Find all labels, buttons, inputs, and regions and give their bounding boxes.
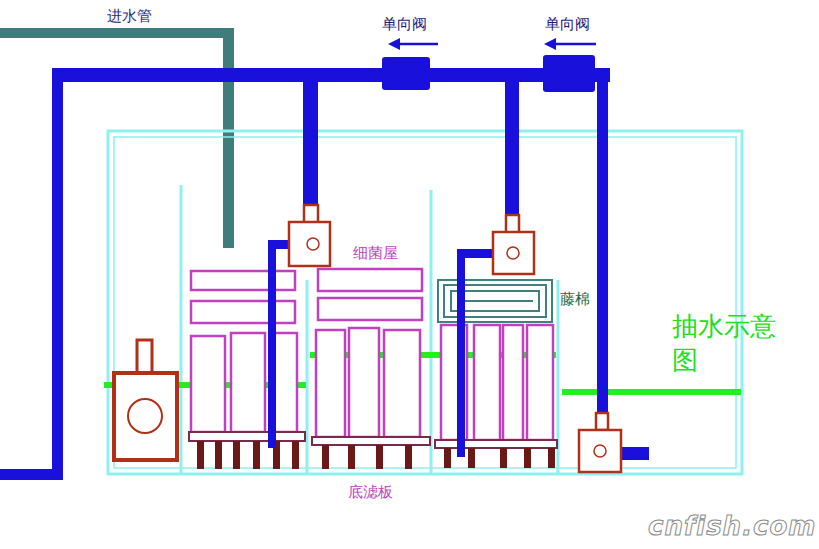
drawn-shape <box>191 336 225 432</box>
drawn-shape <box>457 249 465 457</box>
drawn-shape <box>128 399 162 433</box>
plate-legs <box>197 441 555 469</box>
pipe-connector <box>430 68 543 82</box>
drawn-shape <box>505 68 519 216</box>
inlet-pipe <box>0 28 234 248</box>
filter-cotton <box>438 280 552 322</box>
watermark: cnfish.com <box>648 512 816 542</box>
pump-outlet-pipes <box>268 240 649 460</box>
drawn-shape <box>191 271 295 290</box>
drawn-shape <box>137 340 152 373</box>
filter-media <box>191 269 553 440</box>
plate-leg <box>500 448 507 468</box>
plate-leg <box>468 448 475 468</box>
drawn-shape <box>180 185 183 474</box>
drawn-shape <box>503 325 523 440</box>
drawn-shape <box>458 300 533 302</box>
drawn-shape <box>0 28 234 38</box>
part-label: 底滤板 <box>348 484 393 501</box>
drawn-shape <box>493 232 534 274</box>
drawn-shape <box>318 269 422 291</box>
plate-leg <box>444 448 451 468</box>
flow-arrows <box>388 38 596 50</box>
plate-leg <box>548 448 555 468</box>
plate-leg <box>322 445 329 469</box>
drawn-shape <box>594 445 606 457</box>
drawn-shape <box>318 298 422 320</box>
drawn-shape <box>398 43 438 46</box>
chamber-label: 细菌屋 <box>353 245 398 262</box>
drawn-shape <box>289 222 330 266</box>
drawn-shape <box>114 373 177 460</box>
drawn-shape <box>474 325 500 440</box>
plate-leg <box>524 448 531 468</box>
baffles <box>181 185 558 474</box>
plate-leg <box>253 441 260 469</box>
drawn-shape <box>231 333 265 432</box>
drawn-shape <box>562 389 741 395</box>
plate-leg <box>197 441 204 469</box>
bottom-filter-plate <box>189 432 557 448</box>
plate-leg <box>233 441 240 469</box>
drawn-shape <box>307 238 319 250</box>
main-pipe <box>0 68 610 480</box>
drawn-shape <box>579 430 621 472</box>
plate-leg <box>348 445 355 469</box>
drawn-shape <box>312 437 430 445</box>
plate-leg <box>215 441 222 469</box>
drawn-shape <box>191 301 295 323</box>
check-valve: 单向阀 <box>382 57 430 90</box>
drawn-shape <box>544 38 556 50</box>
drawn-shape <box>388 38 400 50</box>
drawn-shape <box>435 440 557 448</box>
diagram-caption: 抽水示意图 <box>672 310 784 378</box>
media-label: 藤棉 <box>560 291 590 308</box>
drawn-shape <box>52 68 383 82</box>
drawn-shape <box>384 330 420 437</box>
drawn-shape <box>596 413 608 430</box>
drawn-shape <box>506 215 519 233</box>
drawn-shape <box>349 328 379 437</box>
plate-leg <box>292 441 299 469</box>
drawn-shape <box>430 190 433 474</box>
drawn-shape <box>306 280 309 474</box>
drawn-shape <box>303 68 318 206</box>
tank <box>108 131 742 474</box>
drawn-shape <box>554 43 596 46</box>
drawn-shape <box>223 28 234 248</box>
plate-leg <box>376 445 383 469</box>
drawn-shape <box>0 469 63 480</box>
drawn-shape <box>438 280 552 322</box>
drawn-shape <box>507 247 519 259</box>
pumps <box>114 205 621 472</box>
drawn-shape <box>597 68 608 422</box>
drawn-shape <box>52 68 63 480</box>
drawn-shape <box>620 447 649 460</box>
drawn-shape <box>108 131 742 474</box>
drawn-shape <box>268 240 276 448</box>
valve-label: 单向阀 <box>382 15 427 34</box>
drawn-shape <box>316 330 345 437</box>
drawn-shape <box>114 137 736 468</box>
pipe-label: 进水管 <box>107 8 152 25</box>
drawn-shape <box>189 432 305 441</box>
valve-label: 单向阀 <box>545 15 590 34</box>
plate-leg <box>405 445 412 469</box>
check-valve: 单向阀 <box>543 55 595 92</box>
drawn-shape <box>527 325 553 440</box>
drawn-shape <box>304 205 318 223</box>
